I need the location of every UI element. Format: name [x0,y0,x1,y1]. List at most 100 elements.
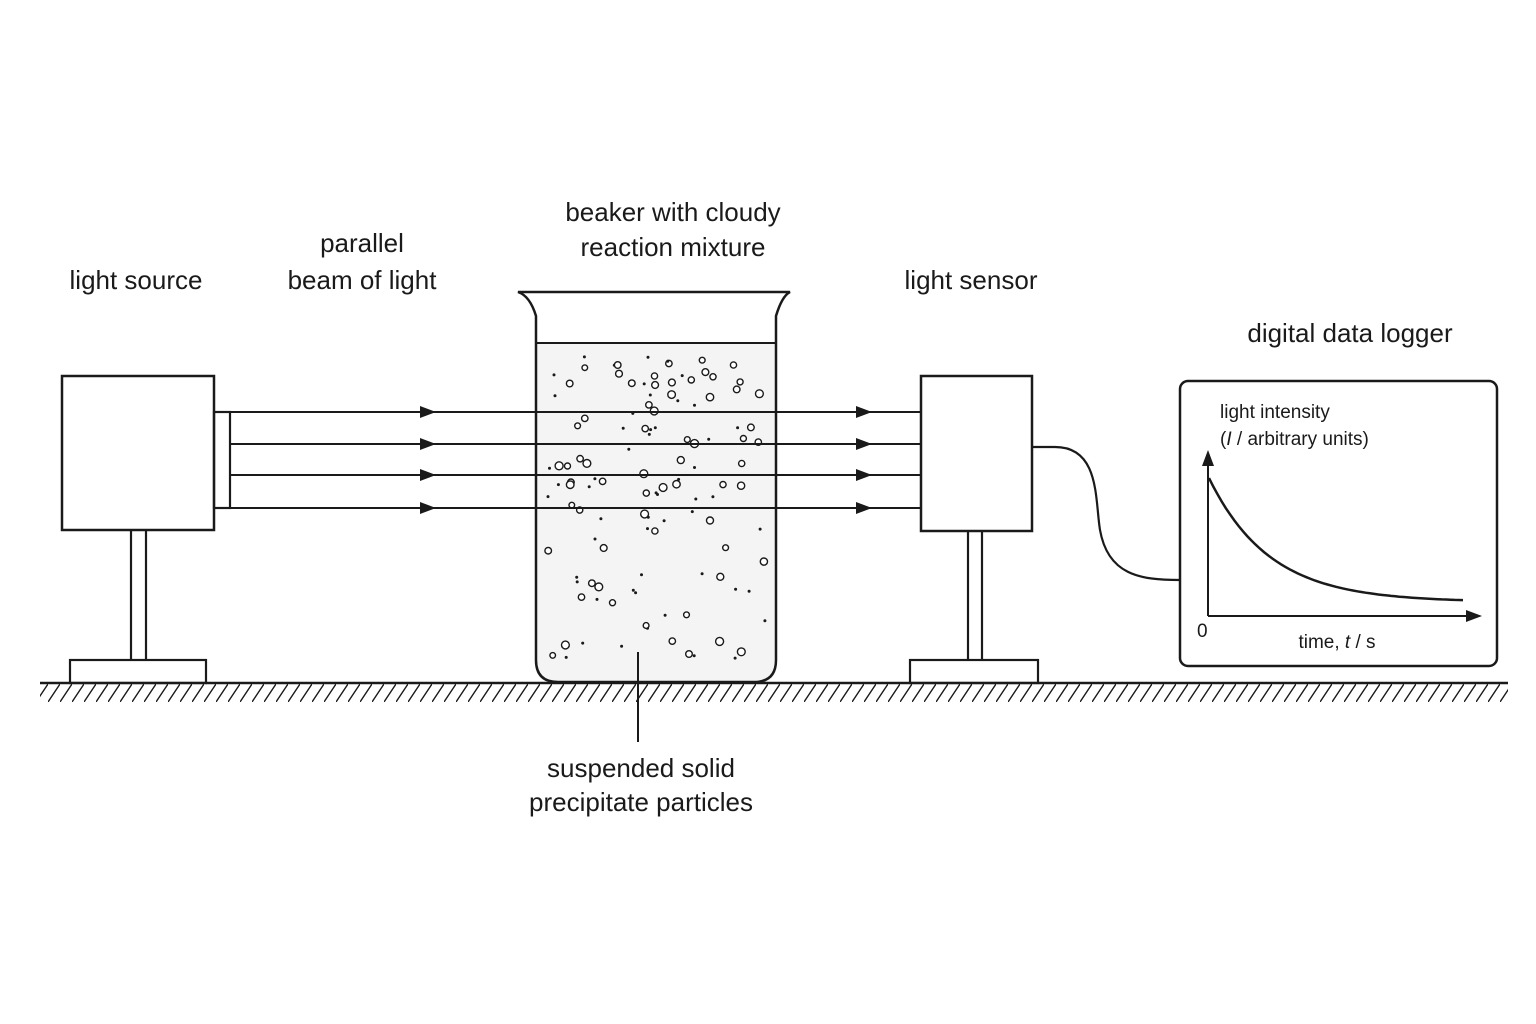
particle [647,432,651,436]
graph-y-label-line2: (I / arbitrary units) [1220,429,1369,450]
particle [563,462,572,470]
particle [627,379,636,388]
particle [640,573,643,577]
particle [711,495,715,499]
particle [594,582,604,592]
particle [656,493,659,496]
particle [737,459,746,468]
particle [693,466,696,469]
particle [685,650,694,659]
particle [646,515,650,519]
particle [700,572,704,576]
particle [701,368,710,377]
bench [40,681,1508,702]
graph-x-label: time, t / s [1298,632,1375,653]
label-light-source: light source [70,265,203,295]
particle [739,434,748,443]
particle [599,543,608,553]
particle [676,399,680,403]
particle [621,426,625,430]
particle [746,423,755,432]
particle [577,593,586,601]
graph-y-label-line1: light intensity [1220,402,1330,423]
particle [758,527,762,531]
particle [544,546,553,555]
particle [667,378,677,387]
particle [587,579,596,588]
particle [645,400,653,409]
particle [627,447,631,451]
beaker [517,290,791,684]
particle [576,454,584,463]
particle [650,372,659,380]
particle [658,482,668,493]
particle [548,466,551,470]
particle [719,480,727,489]
particle [682,611,691,619]
graph-origin-label: 0 [1197,621,1208,642]
particle [672,479,681,489]
label-light-sensor: light sensor [905,265,1038,295]
particle [690,510,694,514]
particle [580,414,589,423]
particle [747,589,751,593]
particle [575,575,579,579]
ray-arrowhead [856,502,872,514]
particle [754,389,765,399]
particle [734,587,738,591]
precipitate-particles [544,355,769,660]
ray-arrowhead [420,502,436,514]
x-axis-arrowhead [1466,610,1482,622]
particle [649,428,653,432]
particle [554,461,564,471]
particle [642,489,651,497]
particle [668,637,677,645]
particle [595,597,599,601]
label-beam-line1: parallel [320,228,404,258]
label-data-logger: digital data logger [1247,318,1453,348]
particle [556,483,560,487]
particle [707,437,711,441]
particle [620,644,624,648]
particle [683,436,691,444]
label-beaker-line1: beaker with cloudy [565,197,780,227]
label-particles-line1: suspended solid [547,753,735,783]
ray-arrowhead [856,406,872,418]
particle [736,426,740,430]
data-logger [1178,379,1499,668]
particle [639,469,649,479]
particle [598,477,607,486]
particle [614,369,624,378]
particle [759,557,769,566]
label-beaker-line2: reaction mixture [581,232,766,262]
particle [693,403,696,407]
particle [553,394,557,398]
particle [639,509,650,519]
particle [676,455,685,465]
particle [692,654,696,658]
particle [709,372,717,381]
particle [651,527,659,535]
particle [575,580,579,584]
particle [705,392,715,402]
parallel-light-beam [230,406,921,514]
particle [642,621,650,630]
particle [564,655,568,659]
light-sensor [908,374,1040,685]
particle [714,636,725,647]
particle [646,527,649,531]
particle [653,426,657,430]
particle [581,641,585,645]
particle [573,422,582,430]
particle [677,477,681,481]
particle [721,544,730,552]
particle [631,588,635,592]
ray-arrowhead [420,438,436,450]
particle [593,537,597,541]
particle [613,361,622,370]
particle [650,380,660,390]
particle [732,385,741,394]
particle [687,376,696,384]
particle [666,359,670,363]
